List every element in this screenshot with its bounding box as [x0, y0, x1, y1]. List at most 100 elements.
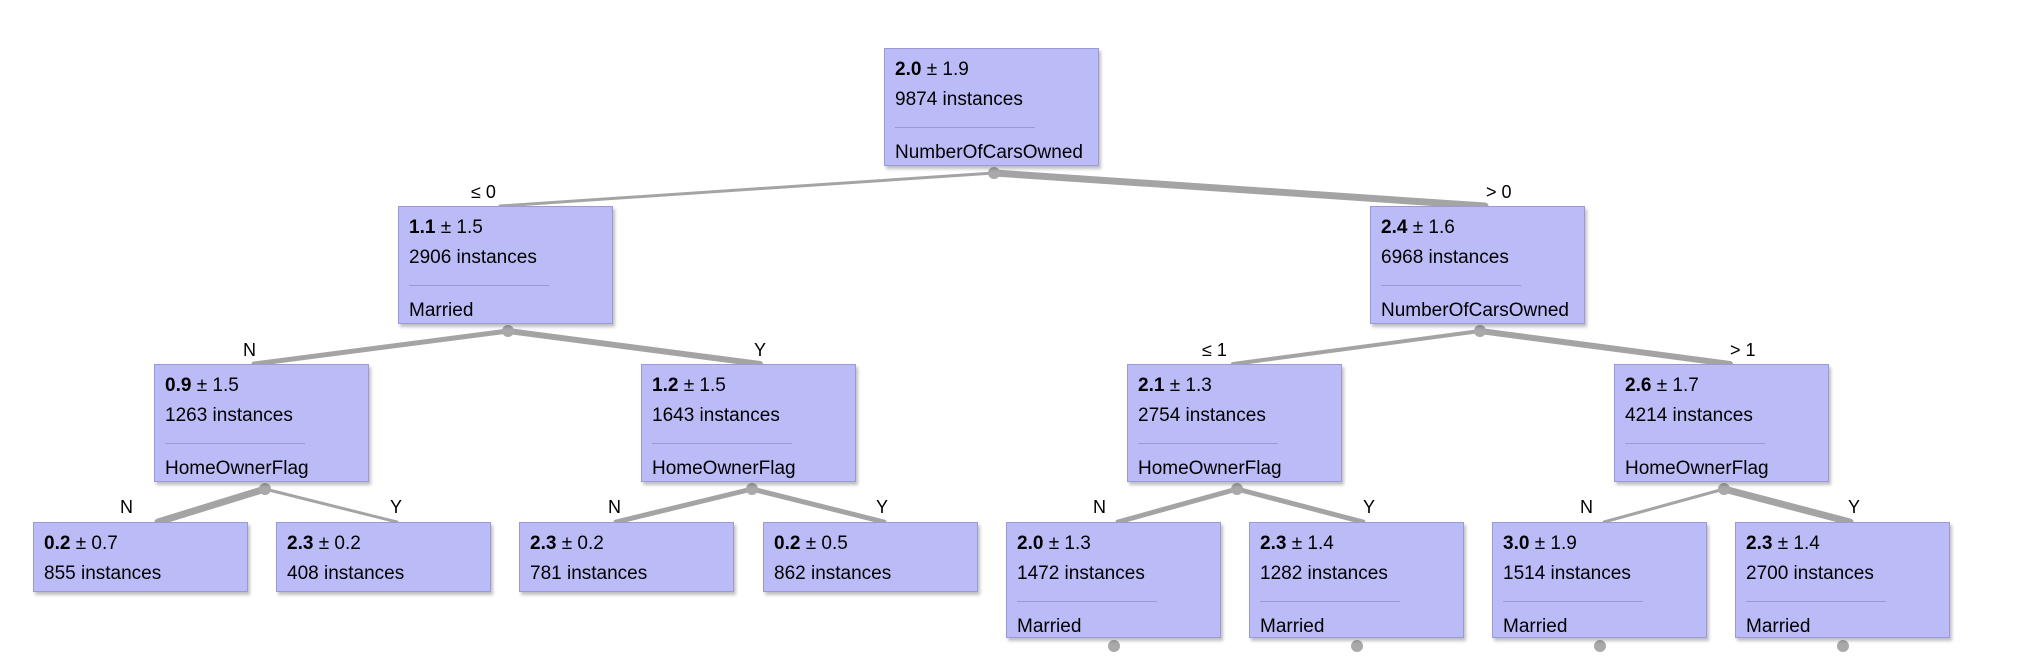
node-sd: ± 1.3: [1169, 375, 1212, 396]
tree-node-rlr[interactable]: 2.3 ± 1.4 1282 instances Married: [1249, 522, 1464, 638]
edge-root-r: [990, 169, 1489, 210]
tree-node-rr[interactable]: 2.6 ± 1.7 4214 instances HomeOwnerFlag: [1614, 364, 1829, 482]
split-dot-ll: [259, 483, 271, 495]
tree-node-l[interactable]: 1.1 ± 1.5 2906 instances Married: [398, 206, 613, 324]
expand-dot-rrr[interactable]: [1837, 640, 1849, 652]
tree-node-rl[interactable]: 2.1 ± 1.3 2754 instances HomeOwnerFlag: [1127, 364, 1342, 482]
branch-label: > 0: [1486, 182, 1512, 202]
node-instances: 1472 instances: [1017, 563, 1145, 584]
node-sd: ± 1.4: [1777, 533, 1820, 554]
node-split-attribute: HomeOwnerFlag: [165, 458, 309, 479]
node-sd: ± 1.3: [1048, 533, 1091, 554]
tree-node-r[interactable]: 2.4 ± 1.6 6968 instances NumberOfCarsOwn…: [1370, 206, 1585, 324]
node-instances: 1514 instances: [1503, 563, 1631, 584]
edge-l-ll: [251, 328, 511, 367]
node-instances: 6968 instances: [1381, 247, 1509, 268]
edge-rr-rrl: [1602, 487, 1726, 524]
tree-node-ll[interactable]: 0.9 ± 1.5 1263 instances HomeOwnerFlag: [154, 364, 369, 482]
node-divider: [1017, 601, 1157, 602]
node-divider: [1503, 601, 1643, 602]
node-split-attribute: Married: [409, 300, 474, 321]
node-mean: 1.2: [652, 375, 679, 396]
split-dot-l: [502, 325, 514, 337]
node-sd: ± 1.6: [1412, 217, 1455, 238]
tree-leaf-lrr[interactable]: 0.2 ± 0.5 862 instances: [763, 522, 978, 592]
node-mean: 2.3: [530, 533, 557, 554]
node-instances: 781 instances: [530, 563, 648, 584]
edge-lr-lrl: [613, 486, 755, 525]
node-divider: [652, 443, 792, 444]
split-dot-root: [988, 167, 1000, 179]
node-split-attribute: Married: [1746, 616, 1811, 637]
node-sd: ± 1.5: [196, 375, 239, 396]
edge-r-rr: [1477, 328, 1733, 367]
node-sd: ± 0.2: [318, 533, 361, 554]
branch-label: N: [1580, 497, 1593, 517]
node-sd: ± 0.5: [805, 533, 848, 554]
node-instances: 1282 instances: [1260, 563, 1388, 584]
branch-label: N: [120, 497, 133, 517]
node-sd: ± 1.4: [1291, 533, 1334, 554]
split-dot-rr: [1718, 483, 1730, 495]
node-split-attribute: Married: [1503, 616, 1568, 637]
tree-node-root[interactable]: 2.0 ± 1.9 9874 instances NumberOfCarsOwn…: [884, 48, 1099, 166]
split-dot-r: [1474, 325, 1486, 337]
expand-dot-rll[interactable]: [1108, 640, 1120, 652]
edge-ll-lll: [154, 485, 269, 526]
node-instances: 2906 instances: [409, 247, 537, 268]
edge-lr-lrr: [749, 486, 887, 525]
edge-root-l: [498, 171, 996, 208]
node-sd: ± 1.7: [1656, 375, 1699, 396]
expand-dot-rlr[interactable]: [1351, 640, 1363, 652]
tree-node-lr[interactable]: 1.2 ± 1.5 1643 instances HomeOwnerFlag: [641, 364, 856, 482]
node-instances: 855 instances: [44, 563, 162, 584]
branch-label: N: [1093, 497, 1106, 517]
node-mean: 3.0: [1503, 533, 1530, 554]
node-mean: 2.4: [1381, 217, 1408, 238]
tree-leaf-lll[interactable]: 0.2 ± 0.7 855 instances: [33, 522, 248, 592]
node-divider: [1746, 601, 1886, 602]
node-sd: ± 1.9: [926, 59, 969, 80]
node-instances: 1643 instances: [652, 405, 780, 426]
node-mean: 1.1: [409, 217, 436, 238]
node-instances: 2700 instances: [1746, 563, 1874, 584]
edge-r-rl: [1231, 329, 1482, 366]
branch-label: ≤ 1: [1202, 340, 1227, 360]
edge-rr-rrr: [1720, 485, 1854, 526]
tree-leaf-lrl[interactable]: 2.3 ± 0.2 781 instances: [519, 522, 734, 592]
branch-label: N: [243, 340, 256, 360]
node-mean: 0.2: [774, 533, 801, 554]
node-sd: ± 0.7: [75, 533, 118, 554]
split-dot-lr: [746, 483, 758, 495]
node-mean: 2.1: [1138, 375, 1165, 396]
edge-l-lr: [505, 328, 763, 367]
node-divider: [1381, 285, 1521, 286]
branch-label: Y: [1848, 497, 1861, 517]
tree-node-rll[interactable]: 2.0 ± 1.3 1472 instances Married: [1006, 522, 1221, 638]
node-split-attribute: Married: [1017, 616, 1082, 637]
edge-ll-llr: [263, 487, 399, 524]
node-mean: 2.0: [895, 59, 922, 80]
node-sd: ± 1.9: [1534, 533, 1577, 554]
tree-leaf-llr[interactable]: 2.3 ± 0.2 408 instances: [276, 522, 491, 592]
node-instances: 862 instances: [774, 563, 892, 584]
tree-node-rrl[interactable]: 3.0 ± 1.9 1514 instances Married: [1492, 522, 1707, 638]
node-instances: 1263 instances: [165, 405, 293, 426]
branch-label: ≤ 0: [471, 182, 496, 202]
node-split-attribute: HomeOwnerFlag: [1138, 458, 1282, 479]
node-divider: [165, 443, 305, 444]
node-mean: 0.2: [44, 533, 71, 554]
node-instances: 4214 instances: [1625, 405, 1753, 426]
node-divider: [1138, 443, 1278, 444]
branch-label: Y: [1363, 497, 1376, 517]
expand-dot-rrl[interactable]: [1594, 640, 1606, 652]
node-instances: 9874 instances: [895, 89, 1023, 110]
node-mean: 2.3: [287, 533, 314, 554]
node-split-attribute: HomeOwnerFlag: [1625, 458, 1769, 479]
node-sd: ± 1.5: [440, 217, 483, 238]
node-mean: 2.6: [1625, 375, 1652, 396]
tree-node-rrr[interactable]: 2.3 ± 1.4 2700 instances Married: [1735, 522, 1950, 638]
node-divider: [1260, 601, 1400, 602]
branch-label: Y: [754, 340, 767, 360]
